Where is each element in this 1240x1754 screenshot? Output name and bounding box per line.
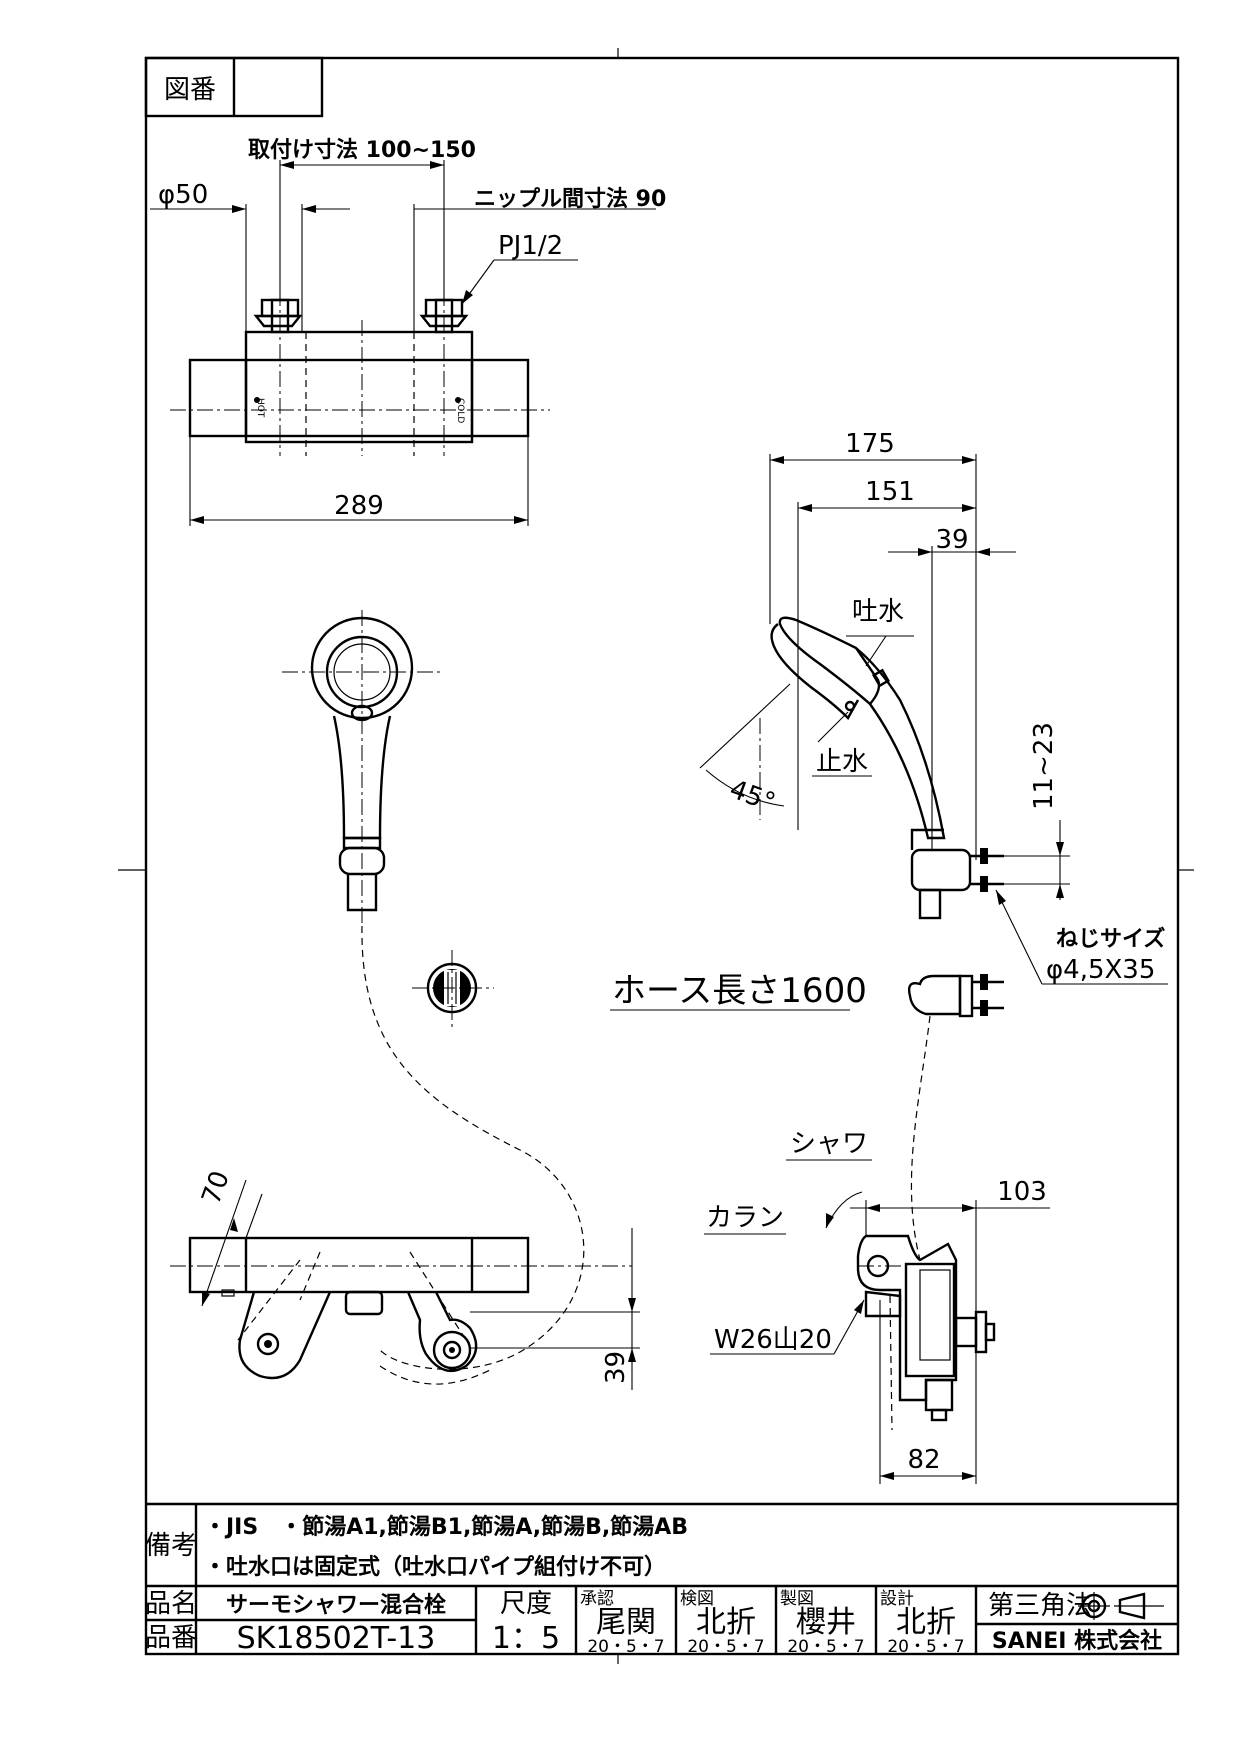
dim-175: 175 [845, 429, 895, 459]
design-label: 設計 [880, 1589, 914, 1609]
dim-39-top: 39 [935, 525, 968, 555]
dim-82: 82 [907, 1445, 940, 1475]
bottom-view-dimensions: 70 39 [196, 1167, 640, 1390]
angle-45: 45° [726, 774, 780, 818]
caran-label: カラン [706, 1203, 784, 1233]
thread-w26: W26山20 [714, 1325, 832, 1355]
approved-name: 尾関 [596, 1605, 656, 1640]
dim-70: 70 [196, 1167, 236, 1208]
top-dimensions: 取付け寸法 100~150 φ50 ニップル間寸法 90 PJ1/2 289 [150, 138, 666, 526]
drawn-label: 製図 [780, 1589, 814, 1609]
drawn-date: 20・5・7 [787, 1637, 864, 1657]
hose-length: ホース長さ1600 [612, 971, 867, 1011]
drawing-number-label: 図番 [164, 75, 216, 105]
width-289: 289 [334, 491, 384, 521]
name-label: 品名 [145, 1589, 197, 1619]
spout-label: 吐水 [852, 597, 904, 627]
code-label: 品番 [145, 1623, 197, 1653]
side-view-dimensions: 175 151 39 吐水 止水 45° 11~23 ねじサイズ φ4,5X35 [699, 429, 1168, 985]
third-angle-projection-icon [1078, 1592, 1164, 1620]
checked-name: 北折 [696, 1605, 756, 1640]
dim-39-bottom: 39 [601, 1351, 631, 1384]
approved-label: 承認 [580, 1589, 614, 1609]
side-view-bottom-dimensions: シャワ カラン 103 W26山20 82 [704, 1129, 1050, 1484]
shower-head-side-view [759, 616, 1004, 920]
stop-label: 止水 [816, 747, 868, 777]
hot-mark: HOT [255, 398, 265, 418]
approved-date: 20・5・7 [587, 1637, 664, 1657]
drawn-name: 櫻井 [796, 1605, 856, 1640]
projection-label: 第三角法 [988, 1591, 1092, 1621]
screw-size-title: ねじサイズ [1056, 926, 1165, 952]
design-date: 20・5・7 [887, 1637, 964, 1657]
nipple-dimension: ニップル間寸法 90 [474, 187, 666, 212]
bracket-end-view [412, 950, 494, 1030]
dim-151: 151 [865, 477, 915, 507]
product-code: SK18502T-13 [237, 1621, 436, 1656]
faucet-bottom-view [170, 1236, 632, 1385]
sheet-border [144, 56, 1180, 1656]
checked-label: 検図 [680, 1589, 714, 1609]
diameter-50: φ50 [158, 180, 208, 210]
checked-date: 20・5・7 [687, 1637, 764, 1657]
scale-label: 尺度 [500, 1589, 552, 1619]
scale-value: 1：5 [492, 1621, 560, 1656]
faucet-front-view: HOT COLD [170, 290, 550, 456]
title-block: 品名 サーモシャワー混合栓 品番 SK18502T-13 尺度 1：5 承認 尾… [145, 1586, 1178, 1657]
product-name: サーモシャワー混合栓 [226, 1592, 446, 1618]
screw-size: φ4,5X35 [1046, 955, 1155, 985]
company-name: SANEI 株式会社 [992, 1628, 1162, 1654]
pj-thread: PJ1/2 [498, 231, 563, 261]
design-name: 北折 [896, 1605, 956, 1640]
shower-label: シャワ [790, 1129, 868, 1159]
notes-block: 備考 ・JIS ・節湯A1,節湯B1,節湯A,節湯B,節湯AB ・吐水口は固定式… [145, 1502, 1178, 1588]
drawing-number-box: 図番 [144, 56, 324, 118]
shower-head-front-view [282, 610, 585, 1370]
notes-line-1: ・JIS ・節湯A1,節湯B1,節湯A,節湯B,節湯AB [204, 1514, 688, 1540]
faucet-side-view [856, 1234, 996, 1431]
notes-line-2: ・吐水口は固定式（吐水口パイプ組付け不可） [204, 1554, 666, 1580]
mounting-dimension: 取付け寸法 100~150 [248, 138, 476, 163]
cold-mark: COLD [455, 398, 465, 423]
notes-label: 備考 [145, 1531, 197, 1561]
adjust-range: 11~23 [1029, 722, 1059, 810]
dim-103: 103 [997, 1177, 1047, 1207]
holder-detail [907, 974, 1004, 1261]
